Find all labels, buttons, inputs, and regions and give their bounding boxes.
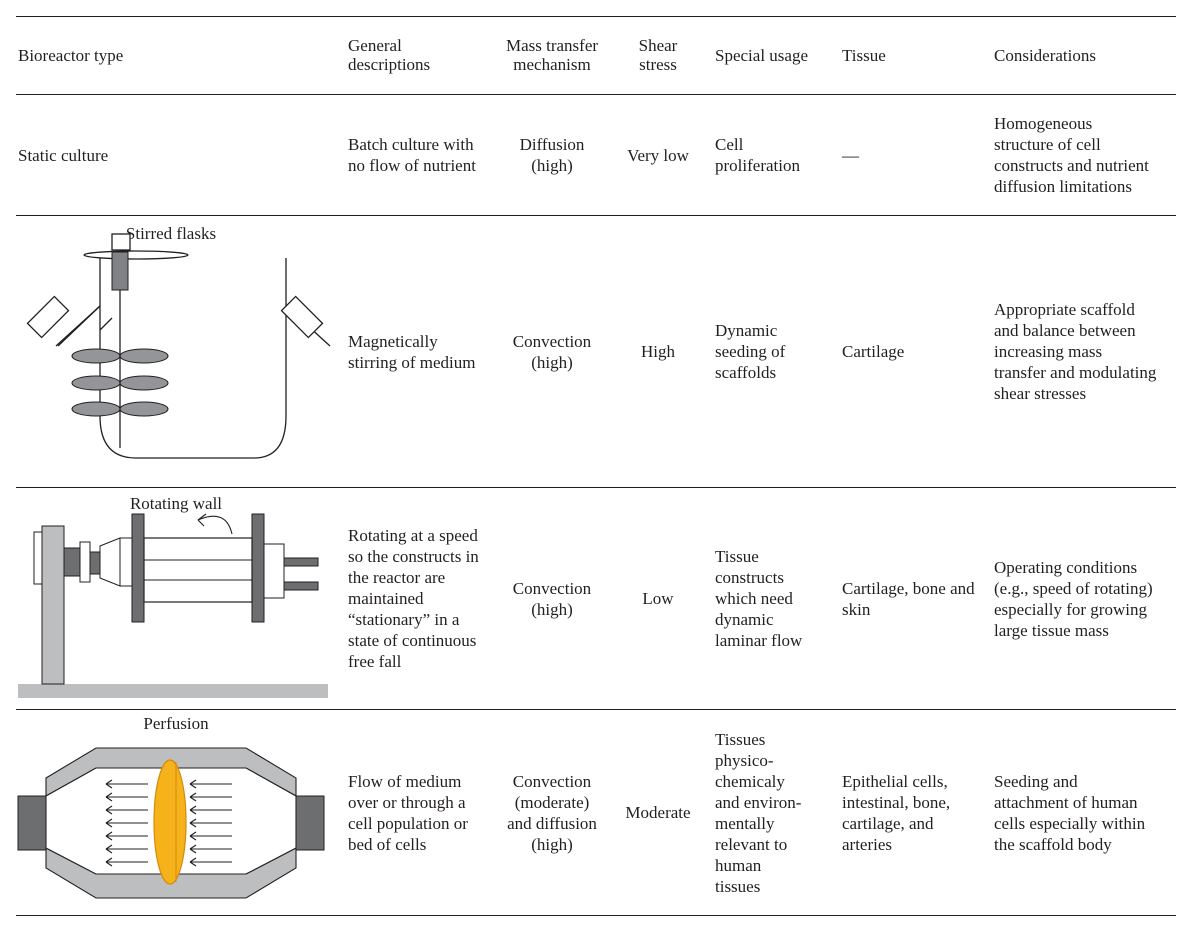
row-static-description: Batch culture with no flow of nutrient — [348, 135, 476, 175]
row-rule-2 — [16, 487, 1176, 488]
perfusion-illustration — [17, 747, 325, 899]
row-static-considerations: Homogeneous structure of cell constructs… — [994, 114, 1149, 196]
perfusion-label: Perfusion — [143, 714, 209, 733]
row-rotating-usage: Tissue constructs which need dynamic lam… — [715, 547, 803, 650]
header-mass-transfer: Mass transfer mechanism — [505, 36, 599, 74]
row-perfusion-mass-transfer: Convection (moderate) and diffusion (hig… — [507, 771, 597, 854]
row-stirred-description: Magnetically stirring of medium — [348, 331, 476, 372]
row-rotating-considerations: Operating conditions (e.g., speed of rot… — [994, 557, 1153, 640]
row-stirred-shear: High — [641, 342, 675, 361]
rotating-wall-illustration — [18, 513, 328, 698]
header-shear-stress: Shear stress — [638, 36, 678, 74]
header-tissue: Tissue — [842, 45, 886, 65]
stirred-flasks-label: Stirred flasks — [125, 224, 217, 243]
row-static-mass-transfer: Diffusion (high) — [519, 135, 585, 175]
row-rule-3 — [16, 709, 1176, 710]
row-rule-1 — [16, 215, 1176, 216]
stirred-flask-illustration — [26, 233, 331, 459]
row-rotating-shear: Low — [642, 589, 674, 608]
row-static-shear: Very low — [627, 145, 689, 165]
row-stirred-tissue: Cartilage — [842, 342, 905, 361]
row-static-tissue: — — [842, 145, 859, 165]
row-stirred-considerations: Appropriate scaffold and balance between… — [994, 300, 1157, 403]
row-static-type: Static culture — [18, 145, 109, 165]
header-special-usage: Special usage — [715, 45, 808, 65]
row-rotating-mass-transfer: Convection (high) — [512, 578, 592, 619]
header-rule — [16, 94, 1176, 95]
row-stirred-mass-transfer: Convection (high) — [512, 331, 592, 372]
row-perfusion-considerations: Seeding and attachment of human cells es… — [994, 771, 1146, 854]
rotating-wall-label: Rotating wall — [129, 494, 223, 513]
table-top-rule — [16, 16, 1176, 17]
row-static-usage: Cell proliferation — [715, 135, 800, 175]
row-stirred-usage: Dynamic seeding of scaffolds — [715, 321, 786, 382]
row-perfusion-shear: Moderate — [625, 803, 691, 822]
header-general-descriptions: General descriptions — [348, 36, 431, 74]
header-considerations: Considerations — [994, 45, 1096, 65]
table-bottom-rule — [16, 915, 1176, 916]
row-rotating-tissue: Cartilage, bone and skin — [842, 578, 975, 619]
header-bioreactor-type: Bioreactor type — [18, 45, 124, 65]
row-perfusion-tissue: Epithelial cells, intestinal, bone, cart… — [842, 771, 951, 854]
row-perfusion-usage: Tissues physico-chemicaly and environ-me… — [715, 729, 802, 896]
row-rotating-description: Rotating at a speed so the constructs in… — [348, 526, 479, 671]
row-perfusion-description: Flow of medium over or through a cell po… — [348, 771, 468, 854]
